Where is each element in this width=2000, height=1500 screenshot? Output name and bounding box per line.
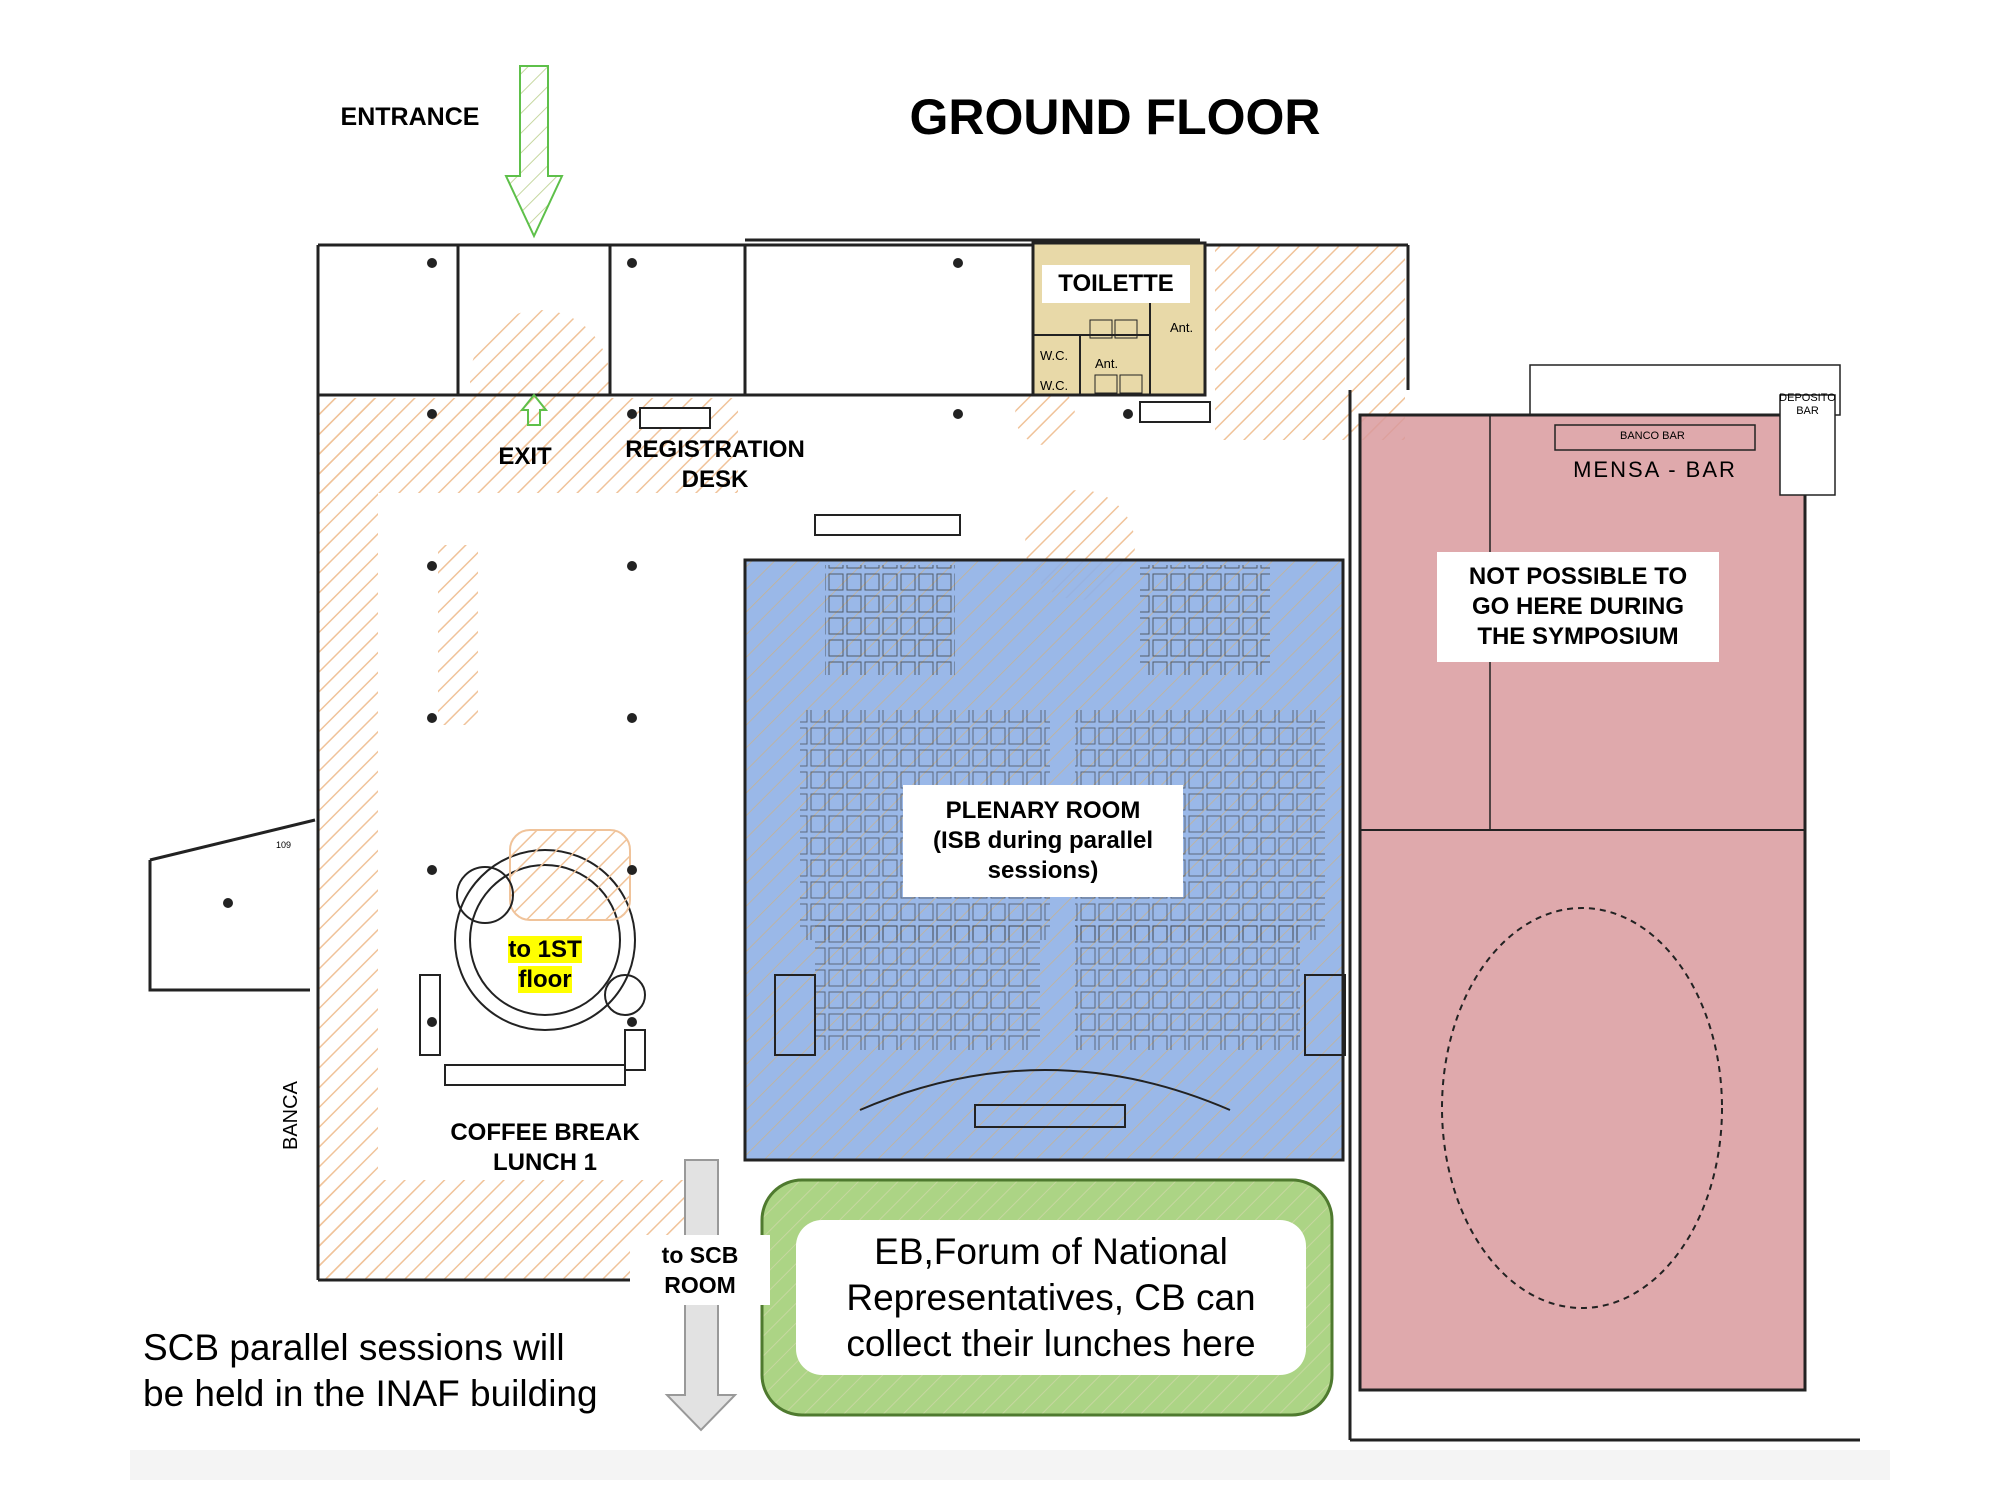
ant-label-1: Ant. bbox=[1170, 320, 1194, 335]
staircase bbox=[454, 829, 646, 1031]
ant-label-2: Ant. bbox=[1095, 356, 1119, 371]
exit-arrow-icon bbox=[519, 393, 549, 426]
columns bbox=[223, 258, 1133, 1027]
wc-label-2: W.C. bbox=[1040, 378, 1069, 393]
building-walls bbox=[148, 238, 1860, 1442]
plenary-room bbox=[743, 558, 1346, 1162]
banca-label: BANCA bbox=[280, 1081, 302, 1150]
scb-sessions-note: SCB parallel sessions will be held in th… bbox=[143, 1327, 598, 1414]
registration-label: REGISTRATION DESK bbox=[625, 436, 805, 493]
wc-label-1: W.C. bbox=[1040, 348, 1069, 363]
deposito-bar-label: DEPOSITO BAR bbox=[1779, 392, 1836, 417]
banco-bar-label: BANCO BAR bbox=[1620, 430, 1685, 442]
coffee-break-label: COFFEE BREAK LUNCH 1 bbox=[450, 1119, 640, 1176]
lunch-collection-label: EB,Forum of National Representatives, CB… bbox=[796, 1220, 1306, 1375]
entrance-label: ENTRANCE bbox=[340, 103, 480, 131]
mensa-bar-label: MENSA - BAR bbox=[1573, 457, 1737, 482]
exit-label: EXIT bbox=[498, 443, 552, 470]
mensa-bar-area bbox=[1358, 364, 1841, 1392]
page-title: GROUND FLOOR bbox=[909, 89, 1321, 145]
coffee-tables bbox=[419, 401, 1211, 1086]
plenary-room-label: PLENARY ROOM (ISB during parallel sessio… bbox=[903, 785, 1183, 897]
to-scb-room-label: to SCB ROOM bbox=[630, 1235, 770, 1305]
not-possible-notice: NOT POSSIBLE TO GO HERE DURING THE SYMPO… bbox=[1437, 552, 1719, 662]
bottom-strip bbox=[130, 1450, 1890, 1480]
toilette-label: TOILETTE bbox=[1042, 265, 1190, 303]
to-first-floor-label: to 1ST floor bbox=[508, 936, 582, 993]
room-109-label: 109 bbox=[276, 840, 292, 850]
entrance-arrow-icon bbox=[504, 65, 564, 239]
